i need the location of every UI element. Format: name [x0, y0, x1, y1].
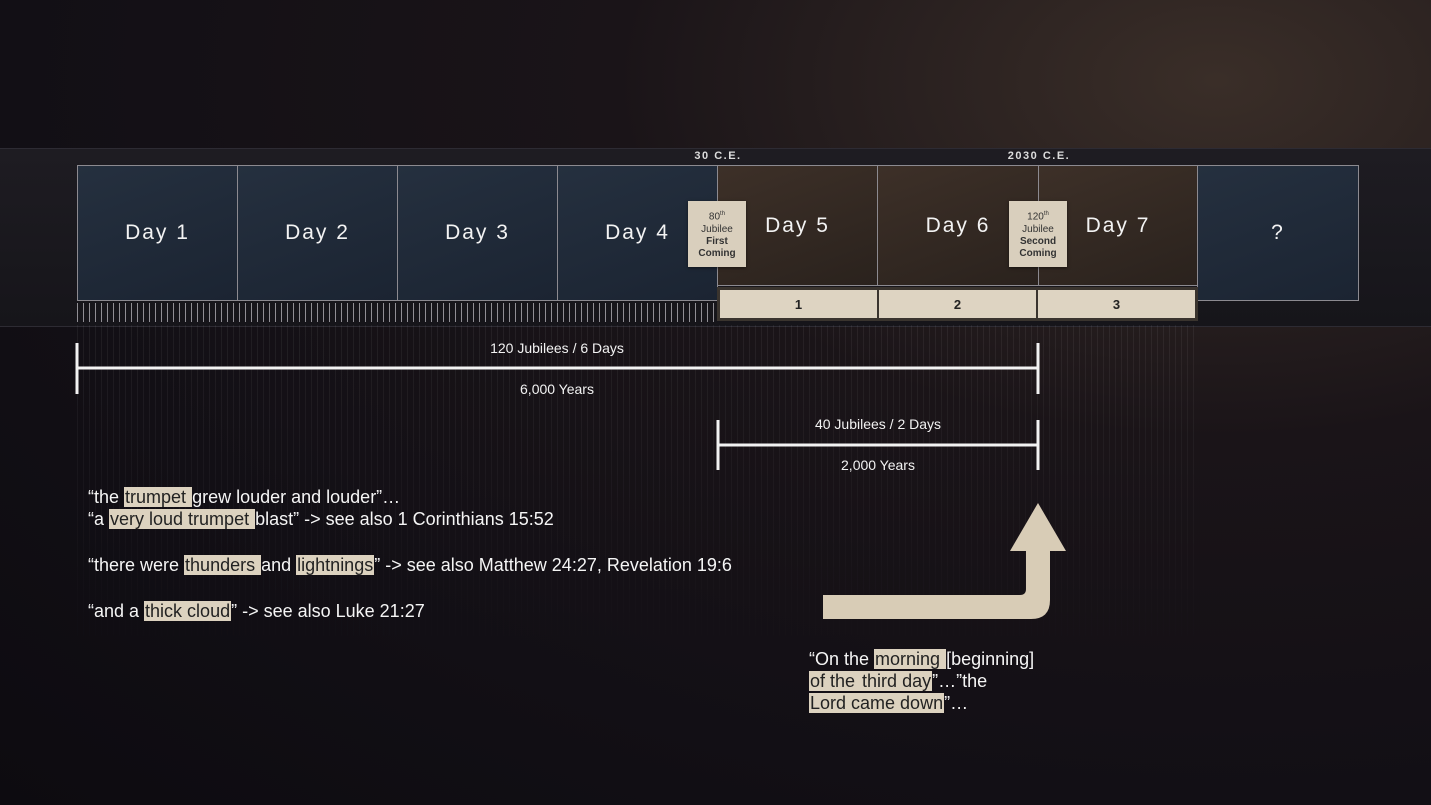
verse-3-highlight-2: lightnings [296, 555, 375, 575]
verse-1-highlight: trumpet [124, 487, 193, 507]
quote-3-text-b: ”… [944, 693, 969, 713]
quote-2-highlight-2: third day [861, 671, 933, 691]
day-1: Day 1 [77, 165, 238, 301]
span-full-top-label: 120 Jubilees / 6 Days [490, 340, 624, 356]
verse-line-2: “a very loud trumpet blast” -> see also … [88, 509, 554, 530]
verse-3-text-b: and [261, 555, 297, 575]
jubilee-second-num: 120 [1027, 211, 1044, 223]
verse-1-text-a: “the [88, 487, 125, 507]
jubilee-first-coming-badge: 80th Jubilee First Coming [688, 201, 746, 267]
quote-1-text-b: [beginning] [946, 649, 1035, 669]
quote-line-3: Lord came down”… [809, 692, 968, 714]
jubilee-first-sup: th [720, 211, 726, 218]
millennium-1: 1 [720, 290, 877, 318]
verse-line-3: “there were thunders and lightnings” -> … [88, 555, 732, 576]
jubilee-first-line1: First [706, 235, 728, 247]
verse-3-text-a: “there were [88, 555, 185, 575]
day-2: Day 2 [237, 165, 398, 301]
jubilee-second-line2: Coming [1019, 247, 1057, 259]
span-full-bottom-label: 6,000 Years [520, 381, 594, 397]
verse-3-highlight-1: thunders [184, 555, 262, 575]
era-label-second: 2030 C.E. [1007, 150, 1071, 162]
verse-4-text-b: ” -> see also Luke 21:27 [231, 601, 425, 621]
jubilee-second-sup: th [1043, 211, 1049, 218]
quote-2-highlight-1: of the [809, 671, 862, 691]
verse-2-highlight: very loud trumpet [109, 509, 256, 529]
millennium-row: 1 2 3 [717, 287, 1198, 321]
day-3: Day 3 [397, 165, 558, 301]
verse-4-highlight: thick cloud [144, 601, 232, 621]
jubilee-first-num: 80 [708, 211, 721, 223]
verse-line-1: “the trumpet grew louder and louder”… [88, 487, 400, 508]
millennium-3: 3 [1038, 290, 1195, 318]
quote-2-text-b: ”…”the [932, 671, 988, 691]
verse-2-text-a: “a [88, 509, 110, 529]
verse-line-4: “and a thick cloud” -> see also Luke 21:… [88, 601, 425, 622]
quote-3-highlight: Lord came down [809, 693, 945, 713]
tick-marks [77, 303, 717, 322]
jubilee-second-line1: Second [1019, 235, 1057, 247]
jubilee-first-line2: Coming [698, 247, 736, 259]
verse-2-text-b: blast” -> see also 1 Corinthians 15:52 [255, 509, 554, 529]
jubilee-first-word: Jubilee [701, 223, 733, 235]
era-label-first: 30 C.E. [694, 150, 742, 162]
quote-1-highlight: morning [874, 649, 947, 669]
jubilee-second-word: Jubilee [1022, 223, 1054, 235]
day-unknown: ? [1197, 165, 1359, 301]
quote-1-text-a: “On the [809, 649, 875, 669]
quote-line-2: of the third day”…”the [809, 670, 987, 692]
verse-3-text-c: ” -> see also Matthew 24:27, Revelation … [374, 555, 732, 575]
verse-4-text-a: “and a [88, 601, 145, 621]
jubilee-second-coming-badge: 120th Jubilee Second Coming [1009, 201, 1067, 267]
quote-line-1: “On the morning [beginning] [809, 648, 1034, 670]
span-part-bottom-label: 2,000 Years [841, 457, 915, 473]
day-7: Day 7 [1038, 165, 1198, 286]
verse-1-text-b: grew louder and louder”… [192, 487, 401, 507]
millennium-2: 2 [879, 290, 1036, 318]
span-part-top-label: 40 Jubilees / 2 Days [814, 416, 942, 432]
